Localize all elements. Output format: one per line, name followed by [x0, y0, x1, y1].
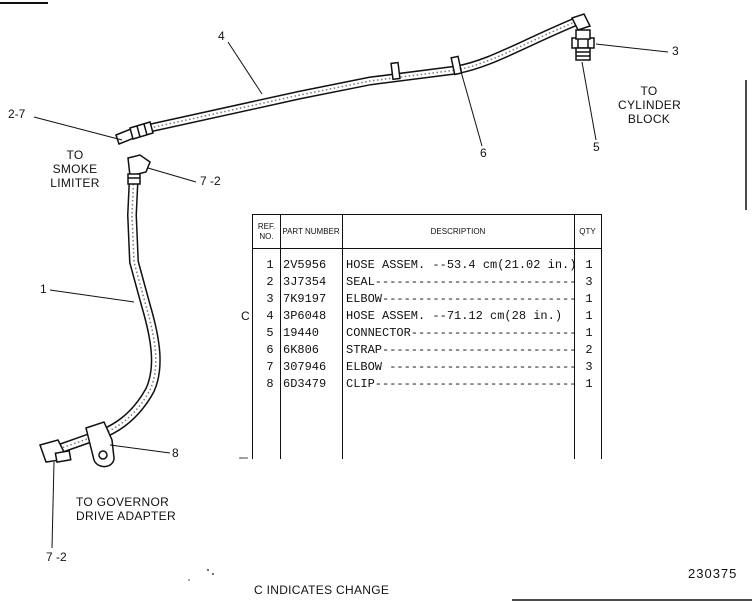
label-to-smoke-limiter: TO SMOKE LIMITER: [50, 148, 100, 190]
label-to-cylinder-block: TO CYLINDER BLOCK: [618, 84, 682, 126]
qty-cell: 1: [585, 326, 593, 340]
callout-6: 6: [480, 146, 487, 160]
ref-cell: 1: [266, 258, 274, 272]
table-row: 7 307946 ELBOW -------------------------…: [253, 359, 601, 375]
strap-bands: [390, 55, 463, 81]
header-description: DESCRIPTION: [342, 215, 574, 249]
part-number-cell: 6K806: [283, 343, 320, 357]
description-cell: CONNECTOR-----------------------: [346, 326, 577, 340]
ref-cell: 7: [266, 360, 274, 374]
description-cell: ELBOW --------------------------: [346, 360, 577, 374]
ref-cell: 6: [266, 343, 274, 357]
col-divider: [574, 215, 575, 459]
document-number: 230375: [688, 566, 738, 581]
hose-assembly-4: [145, 17, 580, 133]
description-cell: STRAP---------------------------: [346, 343, 577, 357]
smoke-limiter-fitting: [115, 121, 154, 145]
clip-part: [85, 421, 115, 468]
part-number-cell: 2V5956: [283, 258, 327, 272]
callout-1: 1: [40, 282, 47, 296]
qty-cell: 1: [585, 292, 593, 306]
header-ref-no: REF. NO.: [253, 215, 280, 249]
callout-8: 8: [172, 446, 179, 460]
col-divider: [342, 215, 343, 459]
callout-2-7: 2-7: [8, 107, 26, 121]
qty-cell: 1: [585, 258, 593, 272]
description-cell: HOSE ASSEM. --71.12 cm(28 in.): [346, 309, 563, 323]
part-number-cell: 6D3479: [283, 377, 327, 391]
part-number-cell: 3P6048: [283, 309, 327, 323]
change-indicator-mark: C: [241, 309, 250, 323]
qty-cell: 3: [585, 360, 593, 374]
header-part-number: PART NUMBER: [280, 215, 342, 249]
table-row: 1 2V5956 HOSE ASSEM. --53.4 cm(21.02 in.…: [253, 257, 601, 273]
part-number-cell: 307946: [283, 360, 327, 374]
callout-5: 5: [593, 140, 600, 154]
table-row: 6 6K806 STRAP---------------------------…: [253, 342, 601, 358]
header-qty: QTY: [574, 215, 601, 249]
qty-cell: 3: [585, 275, 593, 289]
stray-marks: [188, 457, 248, 581]
upper-elbow-fitting: [127, 154, 151, 185]
qty-cell: 1: [585, 377, 593, 391]
description-cell: CLIP----------------------------: [346, 377, 577, 391]
ref-cell: 5: [266, 326, 274, 340]
leader-lines: [33, 41, 669, 549]
part-number-cell: 7K9197: [283, 292, 327, 306]
description-cell: HOSE ASSEM. --53.4 cm(21.02 in.): [346, 258, 577, 272]
ref-cell: 2: [266, 275, 274, 289]
change-legend: C INDICATES CHANGE: [254, 583, 390, 597]
callout-3: 3: [672, 44, 679, 58]
qty-cell: 2: [585, 343, 593, 357]
callout-7-2-bottom: 7 -2: [46, 550, 67, 564]
hose-assembly-1: [51, 167, 161, 455]
table-row: 4 3P6048 HOSE ASSEM. --71.12 cm(28 in.) …: [253, 308, 601, 324]
ref-cell: 3: [266, 292, 274, 306]
table-row: 8 6D3479 CLIP---------------------------…: [253, 376, 601, 392]
label-to-governor-drive-adapter: TO GOVERNOR DRIVE ADAPTER: [76, 495, 176, 523]
lower-elbow-fitting: [39, 439, 72, 464]
parts-table: REF. NO. PART NUMBER DESCRIPTION QTY 1 2…: [252, 214, 602, 459]
cylinder-block-fitting: [570, 13, 595, 61]
table-row: 5 19440 CONNECTOR-----------------------…: [253, 325, 601, 341]
description-cell: SEAL----------------------------: [346, 275, 577, 289]
table-row: 3 7K9197 ELBOW--------------------------…: [253, 291, 601, 307]
description-cell: ELBOW---------------------------: [346, 292, 577, 306]
part-number-cell: 3J7354: [283, 275, 327, 289]
ref-cell: 8: [266, 377, 274, 391]
part-number-cell: 19440: [283, 326, 320, 340]
col-divider: [280, 215, 281, 459]
qty-cell: 1: [585, 309, 593, 323]
callout-4: 4: [218, 29, 225, 43]
table-row: 2 3J7354 SEAL---------------------------…: [253, 274, 601, 290]
ref-cell: 4: [266, 309, 274, 323]
callout-7-2-top: 7 -2: [200, 174, 221, 188]
